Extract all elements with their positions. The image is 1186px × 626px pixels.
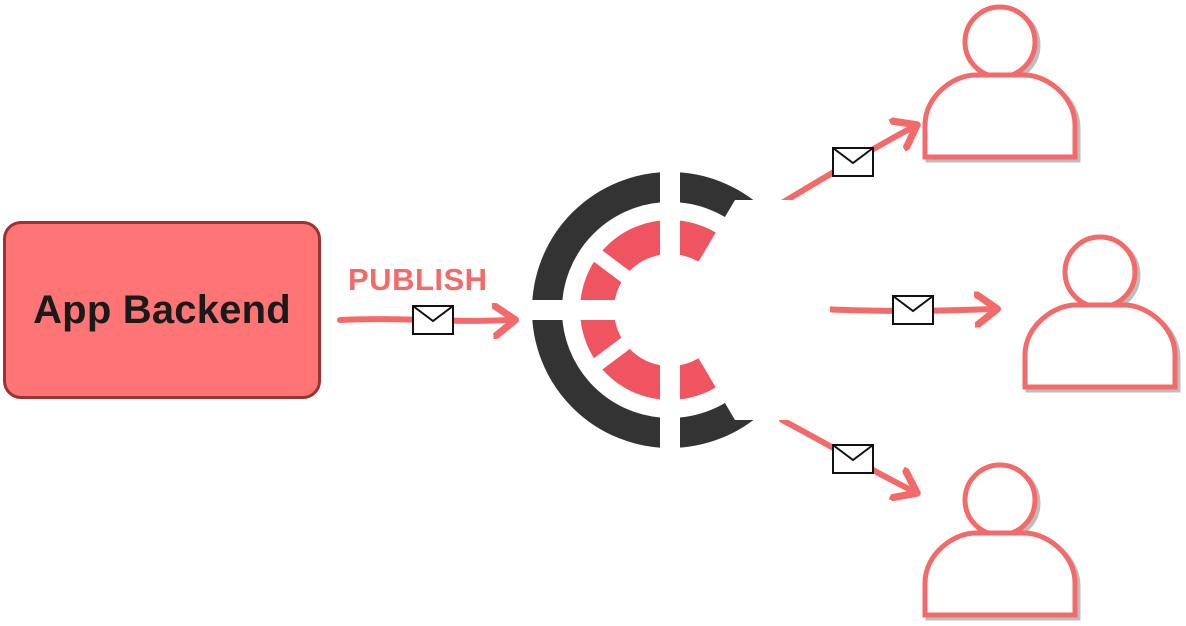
envelope-icon [892,295,934,325]
app-backend-node: App Backend [3,221,321,399]
user-icon [922,4,1081,163]
publish-label: PUBLISH [348,262,488,297]
message-broker-logo-icon [520,160,830,460]
envelope-icon [832,444,874,474]
envelope-icon [832,147,874,177]
app-backend-label: App Backend [33,287,291,332]
envelope-icon [412,305,454,335]
user-icon [1022,234,1181,393]
user-icon [922,462,1081,621]
